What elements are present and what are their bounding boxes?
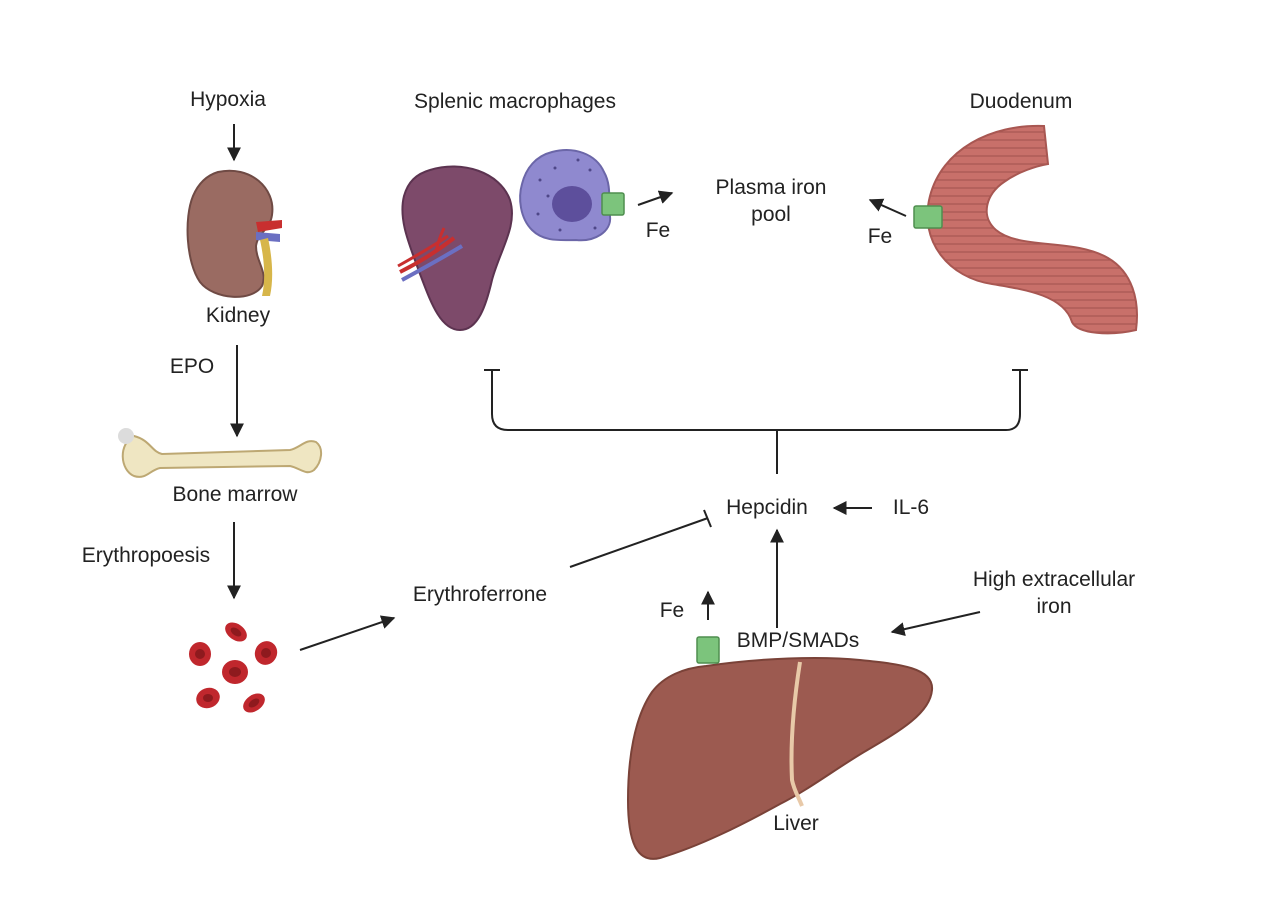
- label-erythroferrone: Erythroferrone: [413, 583, 547, 606]
- label-erythropoesis: Erythropoesis: [82, 544, 210, 567]
- label-high-iron-line1: High extracellular: [973, 568, 1135, 591]
- label-splenic-macrophages: Splenic macrophages: [414, 90, 616, 113]
- label-fe-spleen: Fe: [646, 219, 671, 242]
- ferroportin-transporter-liver: [696, 636, 720, 664]
- arrow-spleen-fe-to-plasma: [637, 190, 674, 206]
- rbc-1: [225, 622, 247, 642]
- rbc-5: [196, 687, 220, 709]
- label-bone-marrow: Bone marrow: [173, 483, 299, 506]
- rbc-4: [222, 660, 248, 684]
- macrophage-illustration: [519, 149, 612, 242]
- label-il6: IL-6: [893, 496, 929, 519]
- label-plasma-iron-line1: Plasma iron: [716, 176, 827, 199]
- label-fe-duodenum: Fe: [868, 225, 893, 248]
- liver-illustration: [626, 657, 934, 860]
- spleen-illustration: [397, 165, 513, 332]
- label-hypoxia: Hypoxia: [190, 88, 266, 111]
- label-high-iron-line2: iron: [1036, 595, 1071, 618]
- rbc-3: [254, 641, 278, 665]
- label-hepcidin: Hepcidin: [726, 496, 808, 519]
- rbc-2: [189, 642, 211, 666]
- arrow-high-iron-to-bmp: [890, 611, 981, 637]
- label-kidney: Kidney: [206, 304, 271, 327]
- label-fe-liver: Fe: [660, 599, 685, 622]
- ferroportin-transporter-duodenum: [913, 205, 943, 229]
- duodenum-illustration: [926, 124, 1138, 335]
- red-blood-cells: [189, 622, 278, 713]
- rbc-6: [243, 693, 265, 713]
- label-bmp-smads: BMP/SMADs: [737, 629, 860, 652]
- bone-illustration: [118, 428, 322, 478]
- label-duodenum: Duodenum: [970, 90, 1073, 113]
- hepcidin-inhibition-bracket: [484, 369, 1028, 474]
- label-plasma-iron-line2: pool: [751, 203, 791, 226]
- label-liver: Liver: [773, 812, 819, 835]
- erythroferrone-inhibits-hepcidin: [569, 509, 712, 568]
- kidney-illustration: [186, 169, 282, 298]
- arrow-rbc-to-erythroferrone: [299, 615, 396, 651]
- label-epo: EPO: [170, 355, 214, 378]
- ferroportin-transporter-spleen: [601, 192, 625, 216]
- arrow-duodenum-fe-to-plasma: [868, 198, 907, 217]
